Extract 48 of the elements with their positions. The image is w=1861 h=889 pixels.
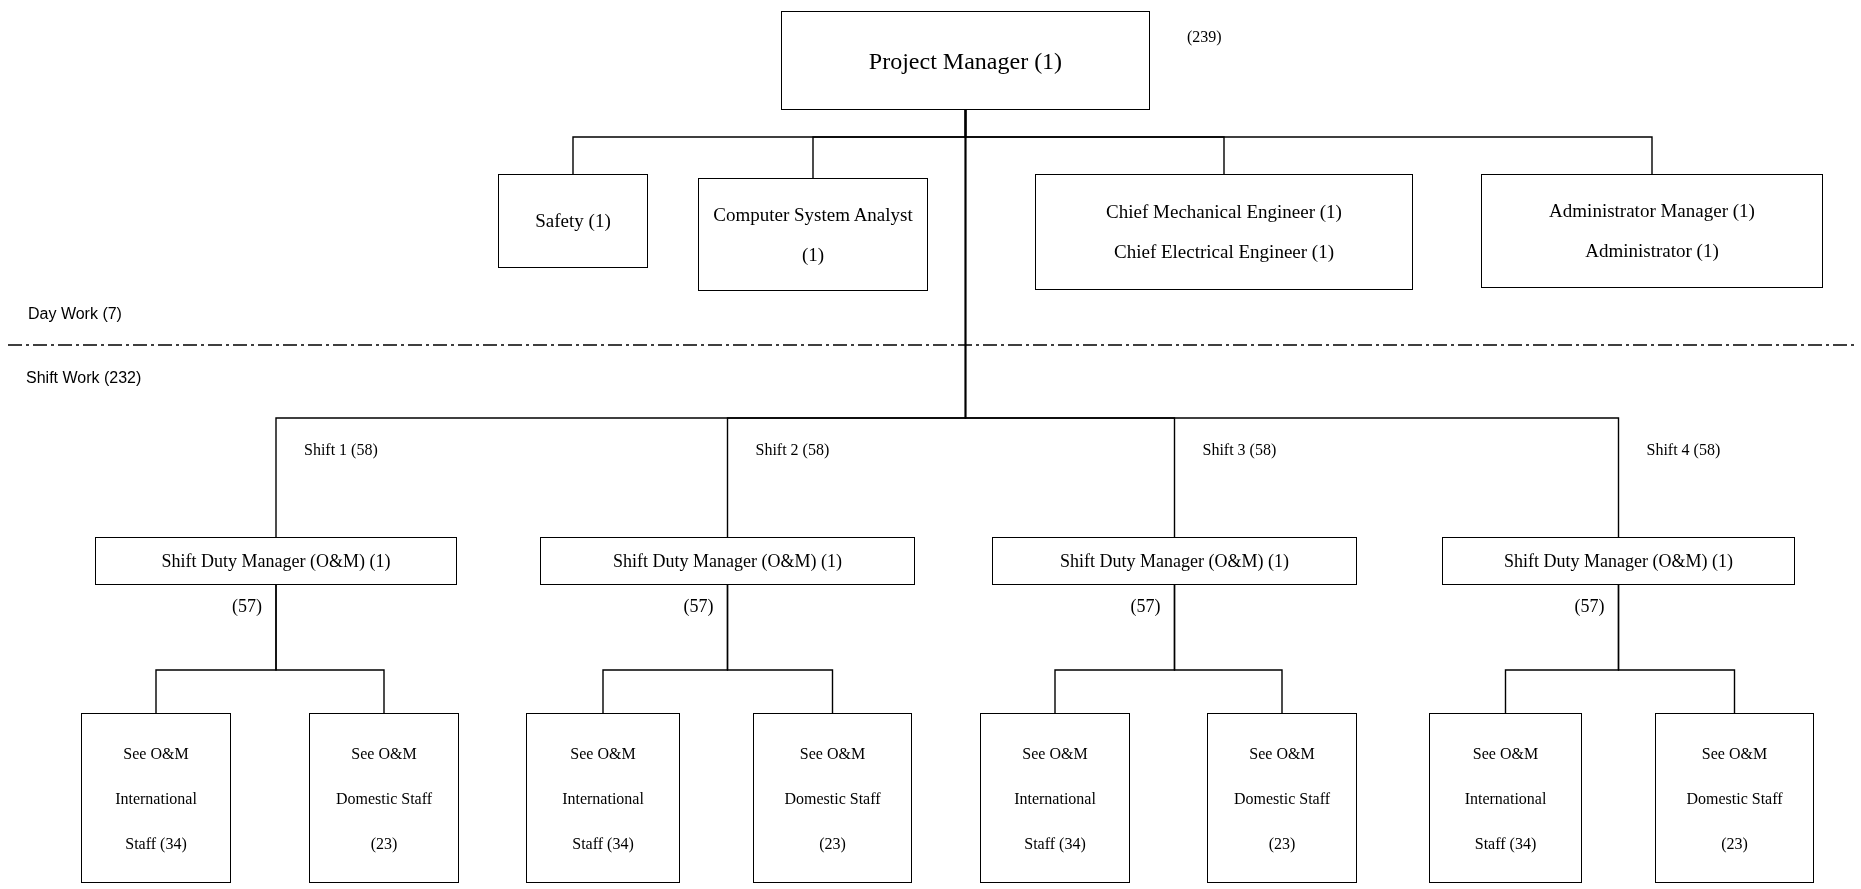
org-box (992, 537, 1357, 585)
org-box (498, 174, 648, 268)
box-text: Administrator (1) (1585, 239, 1719, 263)
org-box (753, 713, 912, 883)
section-label: Shift Work (232) (26, 368, 142, 388)
org-box (81, 713, 231, 883)
box-text: Shift Duty Manager (O&M) (1) (613, 549, 842, 573)
box-text: See O&M International Staff (34) (1463, 743, 1548, 855)
box-text: Project Manager (1) (868, 46, 1063, 76)
box-text: Shift Duty Manager (O&M) (1) (161, 549, 391, 573)
connector-line (1617, 584, 1736, 714)
box-text: Administrator Manager (1) (1549, 199, 1755, 223)
box-text: Shift Duty Manager (O&M) (1) (1504, 549, 1733, 573)
box-text: See O&M International Staff (34) (1013, 743, 1097, 855)
box-text: See O&M Domestic Staff (23) (1685, 743, 1784, 855)
box-text: See O&M Domestic Staff (23) (783, 743, 882, 855)
org-box (1429, 713, 1582, 883)
count-label: (57) (232, 595, 262, 618)
org-box (1655, 713, 1814, 883)
org-box (1442, 537, 1795, 585)
section-label: Day Work (7) (28, 304, 122, 324)
count-label: (57) (1130, 595, 1161, 618)
connector-line (964, 109, 1620, 538)
connector-line (1173, 584, 1283, 714)
org-box (1481, 174, 1823, 288)
connector-line (275, 584, 385, 714)
box-text: See O&M International Staff (34) (561, 743, 645, 855)
box-text: See O&M International Staff (34) (114, 743, 198, 855)
count-label: (239) (1187, 27, 1222, 48)
box-text: Shift Duty Manager (O&M) (1) (1060, 549, 1289, 573)
org-box (1207, 713, 1357, 883)
connector-line (726, 584, 834, 714)
org-box (698, 178, 928, 291)
count-label: (57) (683, 595, 714, 618)
org-box (309, 713, 459, 883)
box-text: Chief Electrical Engineer (1) (1114, 240, 1334, 264)
box-text: See O&M Domestic Staff (23) (334, 743, 434, 855)
org-box (980, 713, 1130, 883)
org-box (526, 713, 680, 883)
box-text: See O&M Domestic Staff (23) (1232, 743, 1332, 855)
count-label: (57) (1574, 595, 1605, 618)
box-text: Computer System Analyst (1) (712, 202, 914, 267)
org-box (1035, 174, 1413, 290)
org-box (95, 537, 457, 585)
org-box (781, 11, 1150, 110)
org-box (540, 537, 915, 585)
box-text: Safety (1) (535, 209, 611, 233)
box-text: Chief Mechanical Engineer (1) (1106, 200, 1342, 224)
